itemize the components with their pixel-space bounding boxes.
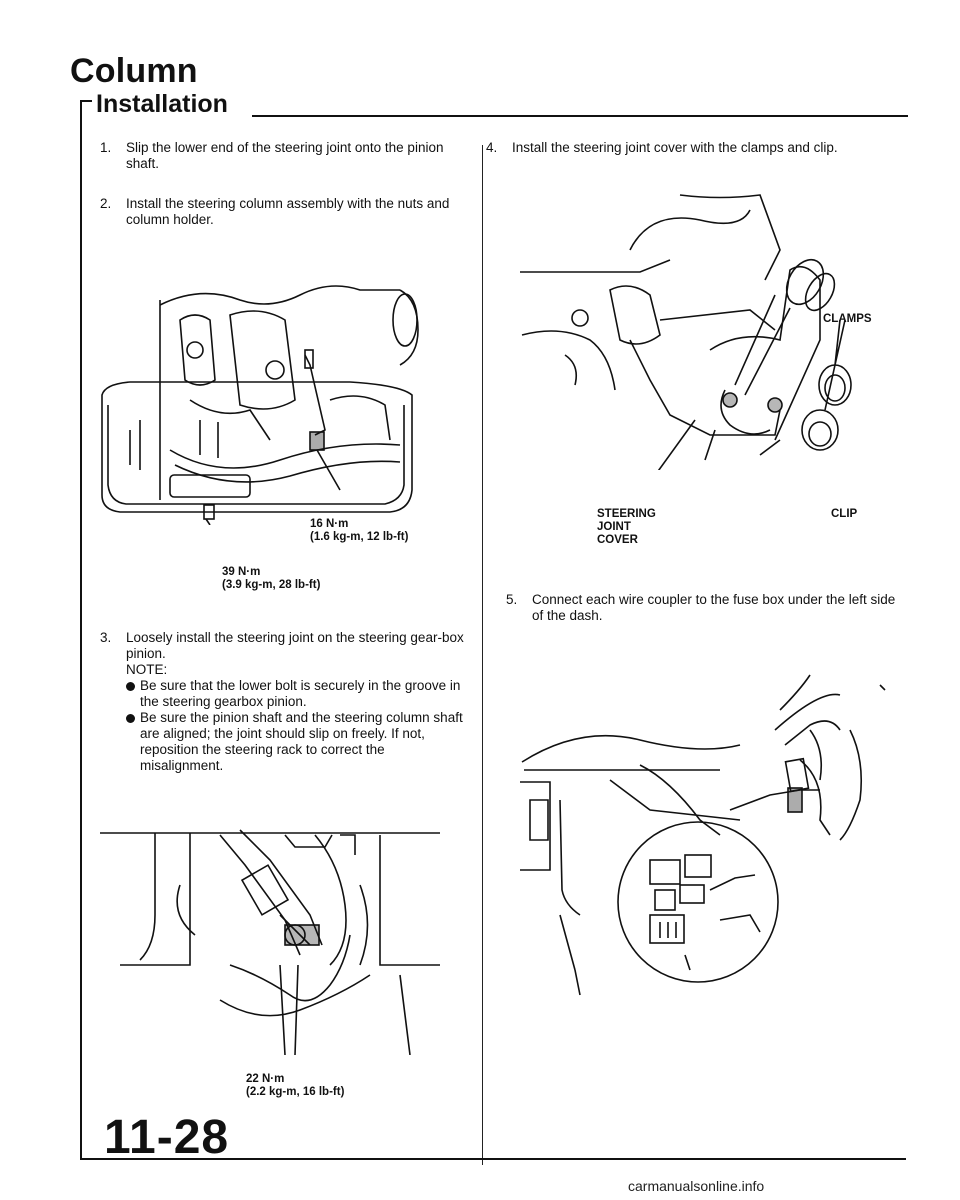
label-line: STEERING xyxy=(597,508,656,520)
clip-label: CLIP xyxy=(831,508,858,520)
torque-label-joint: 22 N·m (2.2 kg-m, 16 lb-ft) xyxy=(246,1073,344,1099)
torque-conversion: (1.6 kg-m, 12 lb-ft) xyxy=(310,531,409,543)
torque-value: 39 N·m xyxy=(222,566,261,578)
figure-steering-joint xyxy=(100,825,440,1055)
clamps-label: CLAMPS xyxy=(823,313,872,325)
column-divider xyxy=(482,145,483,1165)
step-number: 3. xyxy=(100,630,112,645)
step-text: Loosely install the steering joint on th… xyxy=(126,630,464,661)
column-illustration xyxy=(101,285,419,525)
fuse-box-illustration xyxy=(520,674,886,996)
label-line: COVER xyxy=(597,534,638,546)
step-number: 4. xyxy=(486,140,498,155)
bullet-dot-icon xyxy=(126,682,135,691)
page-title: Column xyxy=(70,52,198,90)
note-bullet: Be sure that the lower bolt is securely … xyxy=(126,678,466,710)
watermark: carmanualsonline.info xyxy=(628,1178,765,1194)
note-bullet: Be sure the pinion shaft and the steerin… xyxy=(126,710,466,774)
joint-illustration xyxy=(100,829,440,1055)
step-text: Slip the lower end of the steering joint… xyxy=(126,140,444,171)
page-bracket-vertical xyxy=(80,100,82,1160)
note-label: NOTE: xyxy=(126,662,168,677)
header-rule xyxy=(252,115,908,117)
joint-cover-label: STEERING JOINT COVER xyxy=(597,508,656,547)
step-number: 5. xyxy=(506,592,518,607)
note-text: Be sure the pinion shaft and the steerin… xyxy=(140,710,463,773)
cover-illustration xyxy=(520,194,852,470)
footer-rule xyxy=(80,1158,906,1160)
torque-value: 16 N·m xyxy=(310,518,349,530)
bullet-dot-icon xyxy=(126,714,135,723)
torque-conversion: (3.9 kg-m, 28 lb-ft) xyxy=(222,579,321,591)
step-text: Install the steering column assembly wit… xyxy=(126,196,450,227)
page-number: 11-28 xyxy=(104,1111,230,1164)
step-text: Install the steering joint cover with th… xyxy=(512,140,838,155)
torque-conversion: (2.2 kg-m, 16 lb-ft) xyxy=(246,1086,345,1098)
step-number: 1. xyxy=(100,140,112,155)
figure-column-installation xyxy=(100,280,430,525)
step-text: Connect each wire coupler to the fuse bo… xyxy=(532,592,896,623)
figure-joint-cover xyxy=(520,190,900,470)
step-number: 2. xyxy=(100,196,112,211)
section-subtitle: Installation xyxy=(96,90,228,118)
page-bracket-tick xyxy=(80,100,92,102)
note-text: Be sure that the lower bolt is securely … xyxy=(140,678,461,709)
figure-fuse-box xyxy=(520,670,900,1000)
torque-label-upper: 16 N·m (1.6 kg-m, 12 lb-ft) xyxy=(310,518,408,544)
label-line: JOINT xyxy=(597,521,631,533)
torque-value: 22 N·m xyxy=(246,1073,285,1085)
torque-label-lower: 39 N·m (3.9 kg-m, 28 lb-ft) xyxy=(222,566,320,592)
